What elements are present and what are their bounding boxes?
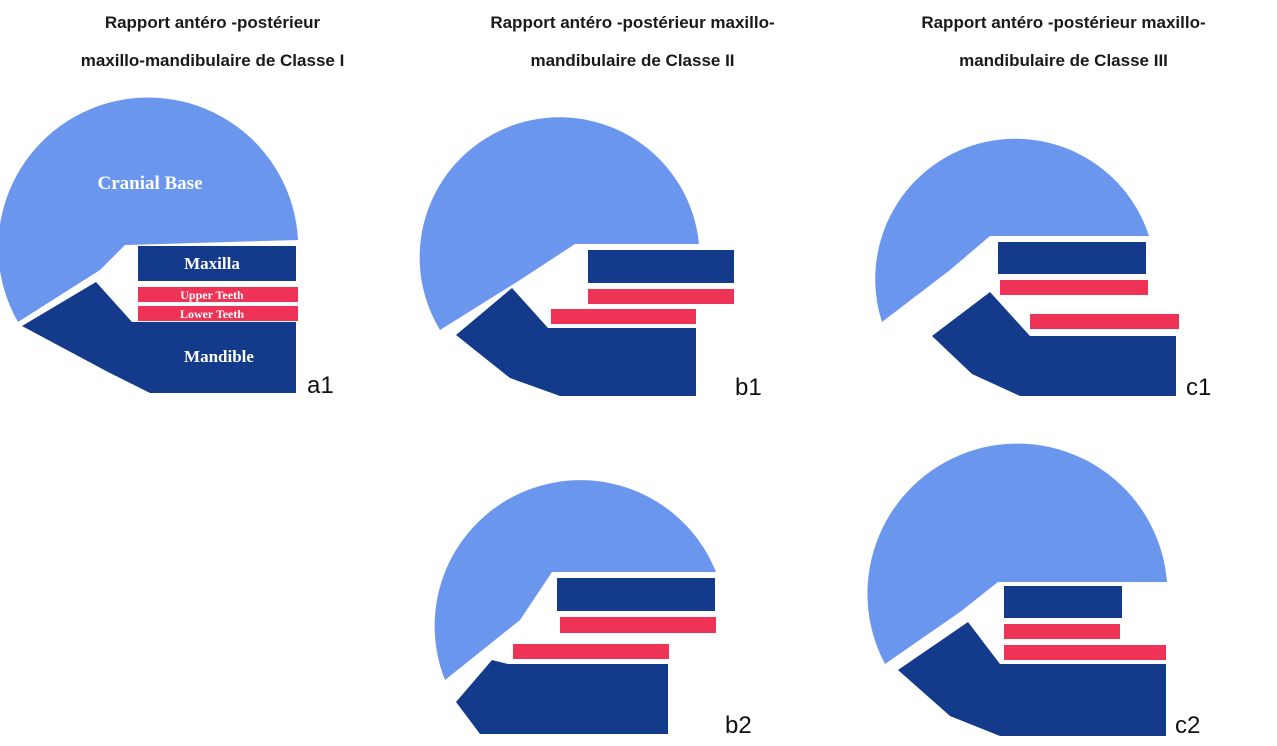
cranial-base-shape	[867, 443, 1167, 664]
upper-teeth-shape	[1000, 280, 1148, 295]
lower-teeth-shape	[551, 309, 696, 324]
column-title-class-ii: Rapport antéro -postérieur maxillo- mand…	[420, 4, 845, 80]
lower-teeth-shape	[138, 306, 298, 321]
cranial-base-shape	[0, 97, 298, 322]
maxilla-shape	[588, 250, 734, 283]
diagram-c1	[875, 138, 1179, 396]
column-title-line1: Rapport antéro -postérieur	[104, 13, 321, 32]
maxilla-shape	[1004, 586, 1122, 618]
panel-label-b1: b1	[735, 374, 762, 401]
maxilla-label: Maxilla	[184, 254, 240, 273]
maxilla-shape	[557, 578, 715, 611]
cranial-base-shape	[419, 117, 699, 331]
cranial-base-shape	[434, 480, 716, 680]
panel-label-b2: b2	[725, 712, 752, 739]
column-title-class-i: Rapport antéro -postérieur maxillo-mandi…	[0, 4, 425, 80]
column-title-class-iii: Rapport antéro -postérieur maxillo- mand…	[850, 4, 1277, 80]
column-title-line1: Rapport antéro -postérieur maxillo-	[921, 13, 1206, 32]
diagram-b2	[434, 480, 716, 734]
lower-teeth-shape	[1030, 314, 1179, 329]
cranial-base-label: Cranial Base	[97, 173, 202, 194]
mandible-shape	[456, 660, 668, 734]
diagram-b1	[419, 117, 734, 396]
panel-label-c2: c2	[1175, 712, 1201, 739]
column-title-line2: mandibulaire de Classe III	[959, 51, 1168, 70]
cranial-base-shape	[875, 138, 1149, 322]
mandible-shape	[932, 292, 1176, 396]
mandible-shape	[898, 622, 1166, 736]
mandible-shape	[456, 288, 696, 396]
diagram-c2	[867, 443, 1167, 736]
lower-teeth-shape	[513, 644, 669, 659]
upper-teeth-shape	[560, 617, 716, 633]
diagram-a1: Cranial Base Maxilla Upper Teeth Lower T…	[0, 97, 298, 393]
maxilla-shape	[138, 246, 296, 281]
panel-label-c1: c1	[1186, 374, 1212, 401]
upper-teeth-shape	[1004, 624, 1120, 639]
lower-teeth-label: Lower Teeth	[180, 307, 244, 321]
mandible-label: Mandible	[184, 347, 254, 366]
mandible-shape	[22, 282, 296, 393]
maxilla-shape	[998, 242, 1146, 274]
upper-teeth-shape	[588, 289, 734, 304]
upper-teeth-shape	[138, 287, 298, 302]
column-title-line2: maxillo-mandibulaire de Classe I	[80, 51, 345, 70]
panel-label-a1: a1	[307, 372, 334, 399]
upper-teeth-label: Upper Teeth	[180, 288, 244, 302]
column-title-line2: mandibulaire de Classe II	[530, 51, 735, 70]
column-title-line1: Rapport antéro -postérieur maxillo-	[490, 13, 775, 32]
lower-teeth-shape	[1004, 645, 1166, 660]
